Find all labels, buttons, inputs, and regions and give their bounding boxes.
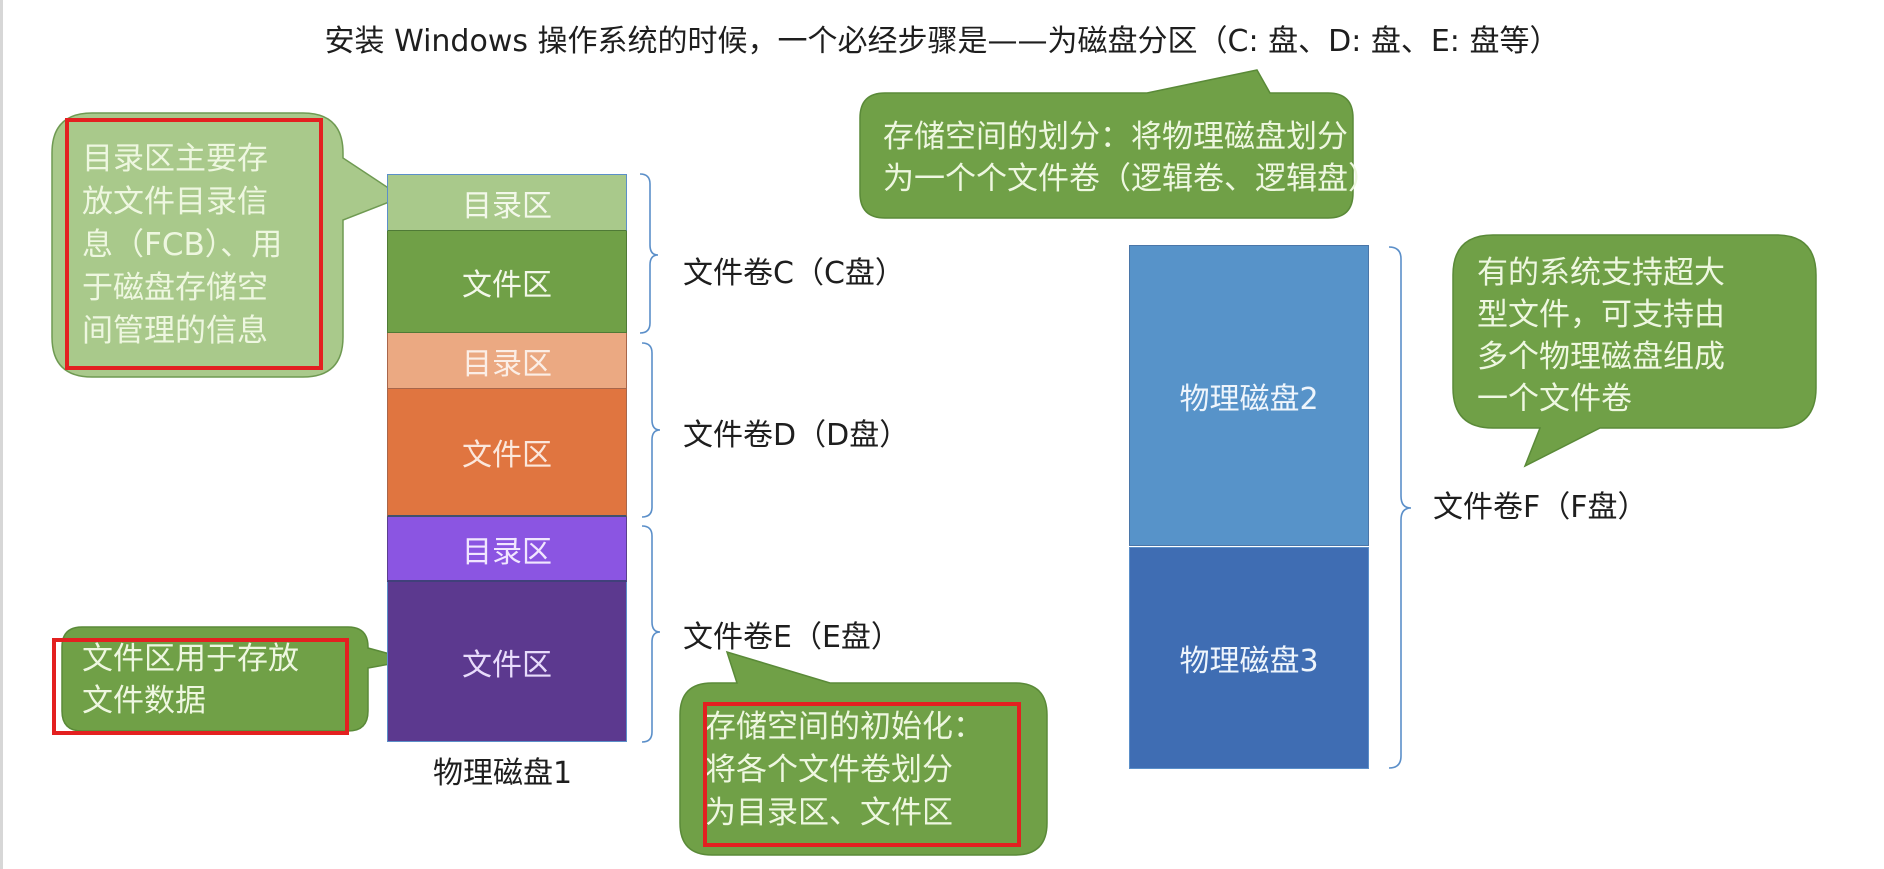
segment-label: 目录区 (462, 534, 552, 570)
callout-file-area-text: 文件区用于存放 文件数据 (82, 641, 299, 719)
segment-label: 文件区 (462, 647, 552, 683)
physical-disk-1-caption: 物理磁盘1 (433, 756, 573, 791)
volume-e-label: 文件卷E（E盘） (683, 620, 901, 655)
volume-f-label: 文件卷F（F盘） (1433, 490, 1648, 525)
highlight-box-directory-area (65, 118, 323, 370)
callout-large-files-shape (1452, 234, 1817, 468)
callout-directory-area-shape (51, 112, 404, 378)
highlight-box-initialization (703, 702, 1021, 847)
callout-directory-area-text: 目录区主要存 放文件目录信 息（FCB）、用 于磁盘存储空 间管理的信息 (82, 141, 283, 349)
segment-d-directory-area: 目录区 (387, 333, 627, 389)
physical-disk-2-label: 物理磁盘2 (1179, 381, 1319, 417)
segment-e-directory-area: 目录区 (387, 517, 627, 582)
brace-volume-d (641, 342, 661, 518)
callout-partitioning-text: 存储空间的划分：将物理磁盘划分 为一个个文件卷（逻辑卷、逻辑盘） (883, 119, 1379, 197)
highlight-box-file-area (52, 638, 349, 735)
segment-e-file-area: 文件区 (387, 582, 627, 742)
segment-d-file-area: 文件区 (387, 389, 627, 517)
segment-label: 目录区 (462, 188, 552, 224)
callout-initialization-text: 存储空间的初始化： 将各个文件卷划分 为目录区、文件区 (705, 709, 984, 831)
callout-large-files-text: 有的系统支持超大 型文件，可支持由 多个物理磁盘组成 一个文件卷 (1477, 255, 1725, 417)
volume-c-label: 文件卷C（C盘） (683, 256, 905, 291)
physical-disk-3: 物理磁盘3 (1129, 547, 1369, 769)
segment-label: 文件区 (462, 438, 552, 473)
segment-c-file-area: 文件区 (387, 231, 627, 333)
brace-volume-f (1388, 246, 1412, 769)
brace-volume-e (641, 525, 661, 743)
segment-label: 目录区 (462, 346, 552, 382)
slide-title: 安装 Windows 操作系统的时候，一个必经步骤是——为磁盘分区（C: 盘、D… (324, 24, 1560, 59)
callout-partitioning-shape (859, 69, 1354, 219)
segment-label: 文件区 (462, 267, 552, 303)
physical-disk-2: 物理磁盘2 (1129, 245, 1369, 546)
volume-d-label: 文件卷D（D盘） (683, 418, 910, 453)
physical-disk-3-label: 物理磁盘3 (1179, 644, 1319, 679)
segment-c-directory-area: 目录区 (387, 174, 627, 231)
window-edge (0, 0, 3, 869)
brace-volume-c (639, 173, 659, 334)
